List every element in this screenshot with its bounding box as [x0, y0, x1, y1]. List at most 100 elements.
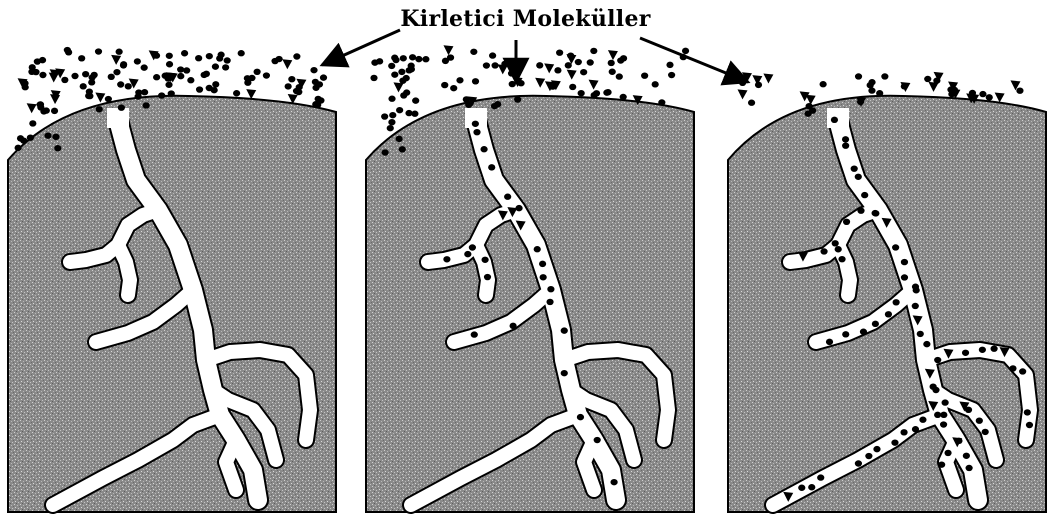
molecule [117, 81, 124, 87]
molecule [923, 341, 930, 347]
molecule [153, 74, 160, 80]
molecule [212, 63, 219, 69]
molecule [580, 69, 587, 75]
molecule [737, 89, 747, 99]
molecule [111, 55, 121, 65]
molecule [21, 80, 28, 86]
molecule [206, 85, 213, 91]
molecule [835, 246, 842, 252]
molecule [442, 58, 449, 64]
molecule [806, 95, 816, 105]
molecule [370, 75, 377, 81]
molecule [608, 60, 615, 66]
molecule [141, 64, 148, 70]
molecule [391, 55, 398, 61]
molecule [36, 101, 43, 107]
molecule [534, 246, 541, 252]
molecule [855, 174, 862, 180]
molecule [881, 73, 888, 79]
molecule [962, 350, 969, 356]
molecule [604, 89, 611, 95]
molecule [469, 244, 476, 250]
molecule [917, 331, 924, 337]
molecule [398, 69, 405, 75]
molecule [577, 414, 584, 420]
molecule [658, 99, 665, 105]
molecule [96, 106, 103, 112]
molecule [388, 96, 395, 102]
molecule [43, 107, 50, 113]
molecule [561, 370, 568, 376]
molecule [609, 69, 616, 75]
molecule [575, 59, 582, 65]
molecule [52, 134, 59, 140]
molecule [29, 120, 36, 126]
molecule [285, 83, 292, 89]
molecule [271, 58, 278, 64]
molecule [254, 69, 261, 75]
molecule [472, 78, 479, 84]
molecule [238, 50, 245, 56]
molecule [282, 59, 292, 69]
molecule [164, 75, 171, 81]
molecule [82, 71, 89, 77]
molecule [20, 137, 27, 143]
molecule [616, 73, 623, 79]
molecule [381, 149, 388, 155]
molecule [515, 205, 522, 211]
molecule [312, 79, 319, 85]
molecule [900, 429, 907, 435]
molecule [893, 299, 900, 305]
molecule [550, 82, 557, 88]
molecule [680, 54, 687, 60]
molecule [456, 77, 463, 83]
molecule [892, 244, 899, 250]
molecule [263, 72, 270, 78]
molecule [91, 72, 98, 78]
molecule [546, 299, 553, 305]
molecule [668, 72, 675, 78]
molecule [408, 66, 415, 72]
molecule [652, 81, 659, 87]
molecule [860, 329, 867, 335]
molecule [508, 70, 515, 76]
molecule [183, 67, 190, 73]
molecule [391, 71, 398, 77]
molecule [233, 90, 240, 96]
molecule [1024, 409, 1031, 415]
molecule [517, 80, 524, 86]
molecule [540, 274, 547, 280]
molecule [755, 82, 762, 88]
molecule [39, 57, 46, 63]
molecule [484, 274, 491, 280]
molecule [78, 55, 85, 61]
molecule [820, 248, 827, 254]
molecule [293, 53, 300, 59]
molecule [312, 85, 319, 91]
molecule [105, 96, 112, 102]
molecule [510, 323, 517, 329]
molecule [808, 484, 815, 490]
molecule [901, 274, 908, 280]
molecule [831, 117, 838, 123]
molecule [873, 446, 880, 452]
molecule [610, 479, 617, 485]
molecule [578, 90, 585, 96]
molecule [876, 90, 883, 96]
molecule [535, 78, 545, 88]
molecule [554, 67, 561, 73]
molecule [912, 303, 919, 309]
molecule [388, 119, 395, 125]
molecule [556, 49, 563, 55]
molecule [928, 82, 938, 92]
molecule [88, 79, 95, 85]
molecule [748, 100, 755, 106]
molecule [620, 94, 627, 100]
molecule [181, 50, 188, 56]
molecule [396, 136, 403, 142]
molecule [422, 56, 429, 62]
molecule [938, 461, 945, 467]
molecule [143, 102, 150, 108]
